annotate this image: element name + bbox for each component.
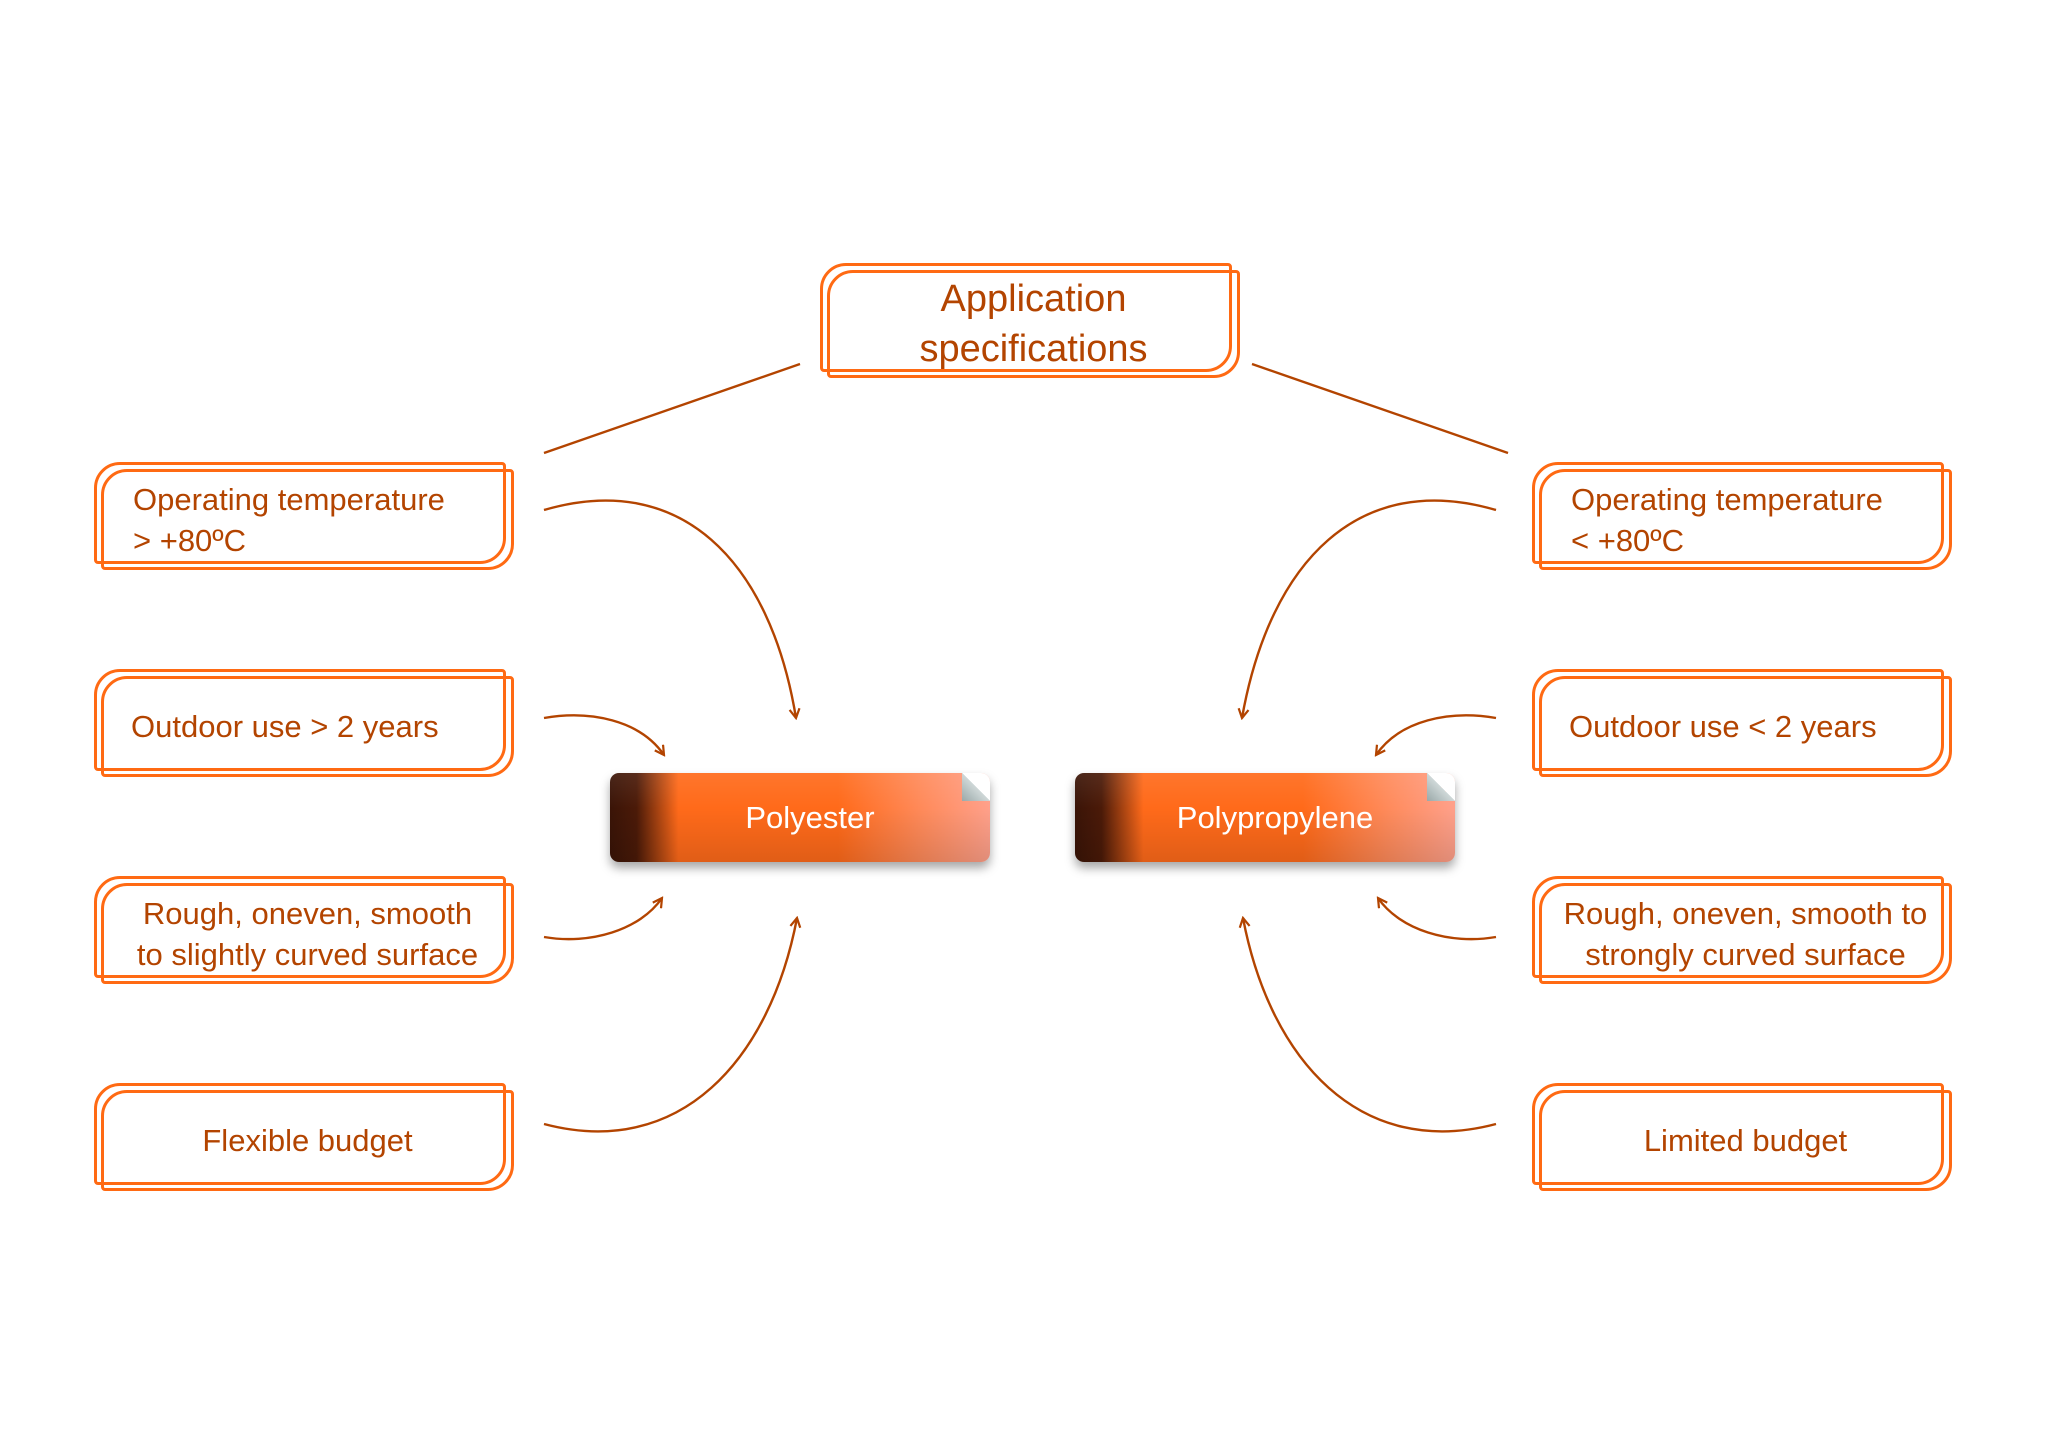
box-frame	[827, 270, 1240, 378]
arrow-right-surface	[1378, 898, 1497, 941]
root-to-right-line	[1251, 362, 1509, 455]
arrow-left-budget	[543, 918, 797, 1133]
box-frame	[820, 263, 1232, 372]
root-node-application-specifications: Application specifications	[820, 263, 1240, 378]
box-frame	[1532, 876, 1944, 978]
arrow-right-temperature	[1242, 499, 1497, 718]
box-frame	[1539, 883, 1952, 984]
criterion-label: Operating temperature < +80ºC	[1571, 481, 1883, 558]
right-criterion-budget: Limited budget	[1532, 1083, 1952, 1191]
criterion-label: Outdoor use > 2 years	[131, 709, 439, 744]
box-frame	[1539, 469, 1952, 570]
left-criterion-outdoor: Outdoor use > 2 years	[94, 669, 514, 777]
arrow-right-budget	[1243, 918, 1497, 1133]
box-frame	[1532, 462, 1944, 564]
left-criterion-temperature: Operating temperature > +80ºC	[94, 462, 514, 570]
root-node-label: Application specifications	[919, 278, 1148, 370]
left-criterion-surface: Rough, oneven, smooth to slightly curved…	[94, 876, 514, 984]
right-criterion-surface: Rough, oneven, smooth to strongly curved…	[1532, 876, 1952, 984]
criterion-label: Limited budget	[1643, 1123, 1848, 1158]
material-badge-polyester: Polyester	[610, 773, 990, 862]
criterion-label: Operating temperature > +80ºC	[133, 481, 445, 558]
right-criterion-temperature: Operating temperature < +80ºC	[1532, 462, 1952, 570]
box-frame	[1539, 676, 1952, 777]
arrow-right-outdoor	[1376, 714, 1497, 755]
page-curl-fold	[1427, 773, 1455, 801]
box-frame	[101, 1090, 514, 1191]
box-frame	[94, 1083, 506, 1185]
left-criterion-budget: Flexible budget	[94, 1083, 514, 1191]
root-to-left-line	[543, 362, 801, 455]
box-frame	[101, 469, 514, 570]
criterion-label: Rough, oneven, smooth to slightly curved…	[136, 895, 479, 972]
box-frame	[1539, 1090, 1952, 1191]
material-label: Polypropylene	[1176, 799, 1374, 835]
right-criterion-outdoor: Outdoor use < 2 years	[1532, 669, 1952, 777]
criterion-label: Outdoor use < 2 years	[1569, 709, 1877, 744]
arrow-left-outdoor	[543, 714, 664, 755]
material-badge-polypropylene: Polypropylene	[1075, 773, 1455, 862]
page-curl-fold	[962, 773, 990, 801]
criterion-label: Rough, oneven, smooth to strongly curved…	[1563, 895, 1928, 972]
arrow-left-temperature	[543, 499, 796, 718]
arrow-left-surface	[543, 898, 662, 941]
box-frame	[1532, 669, 1944, 771]
criterion-label: Flexible budget	[202, 1123, 413, 1158]
box-frame	[101, 676, 514, 777]
material-label: Polyester	[745, 799, 875, 835]
box-frame	[94, 876, 506, 978]
box-frame	[94, 462, 506, 564]
box-frame	[1532, 1083, 1944, 1185]
box-frame	[94, 669, 506, 771]
box-frame	[101, 883, 514, 984]
